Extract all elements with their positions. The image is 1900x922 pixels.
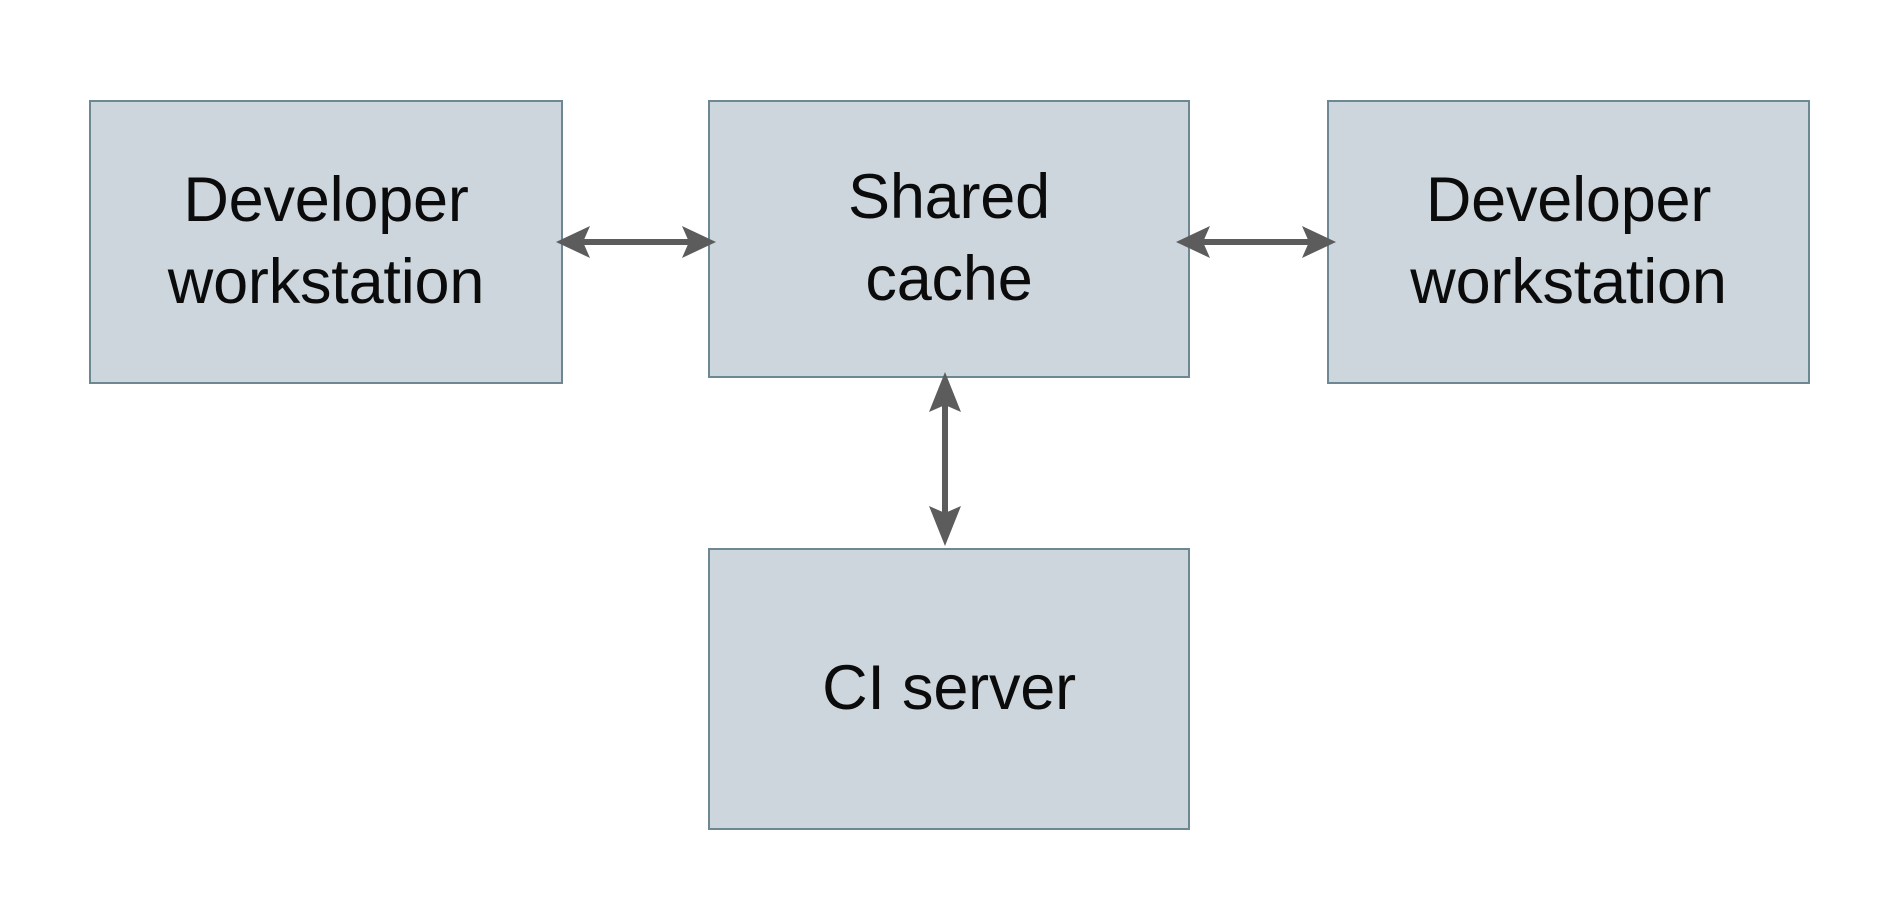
node-label: CI server xyxy=(822,653,1076,724)
node-ci-server[interactable]: CI server xyxy=(708,548,1190,830)
node-label: Shared cache xyxy=(848,162,1050,314)
edge-shared-cache-to-developer-workstation-right xyxy=(1176,214,1336,270)
bidirectional-arrow-icon xyxy=(556,226,716,258)
node-shared-cache[interactable]: Shared cache xyxy=(708,100,1190,378)
node-developer-workstation-right[interactable]: Developer workstation xyxy=(1327,100,1810,384)
edge-developer-workstation-left-to-shared-cache xyxy=(556,214,716,270)
edge-shared-cache-to-ci-server xyxy=(917,372,973,546)
node-label: Developer workstation xyxy=(167,165,485,317)
bidirectional-arrow-icon xyxy=(1176,226,1336,258)
node-developer-workstation-left[interactable]: Developer workstation xyxy=(89,100,563,384)
bidirectional-arrow-icon xyxy=(929,372,961,546)
node-label: Developer workstation xyxy=(1410,165,1727,317)
